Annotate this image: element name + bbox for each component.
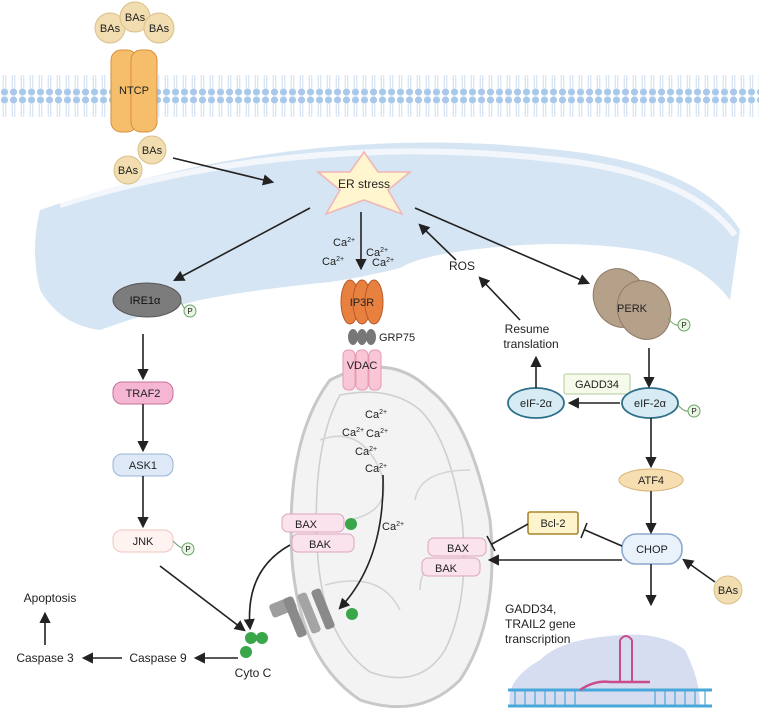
svg-text:P: P [681,321,686,330]
resume-translation-label-1: Resume [505,322,550,336]
er-stress-label: ER stress [338,177,390,191]
svg-text:P: P [185,545,190,554]
bile-acids-inside: BAs BAs [113,135,167,185]
svg-text:Ca2+: Ca2+ [365,409,387,421]
svg-text:Ca2+: Ca2+ [365,463,387,475]
traf2-box: TRAF2 [112,381,174,405]
ire1a: IRE1α P [112,282,197,318]
svg-text:Ca2+: Ca2+ [342,427,364,439]
perk-label: PERK [617,303,648,315]
calcium-mito: Ca2+ Ca2+ Ca2+ Ca2+ Ca2+ Ca2+ [342,409,404,533]
svg-text:Ca2+: Ca2+ [333,237,355,249]
bcl2-label: Bcl-2 [540,518,565,530]
atf4: ATF4 [618,468,684,492]
gadd34-label: GADD34 [575,379,619,391]
jnk-label: JNK [133,536,154,548]
apoptosis-label: Apoptosis [24,591,77,605]
er-membrane [35,142,740,330]
ip3r-channel: IP3R [340,279,384,325]
cyto-c-label: Cyto C [235,666,272,680]
eif2a-right: eIF-2α P [621,387,701,419]
eif2a-left: eIF-2α [507,387,565,419]
svg-text:BAs: BAs [142,145,163,157]
ire1a-label: IRE1α [130,295,161,307]
chop: CHOP [621,533,683,565]
inhibition-lines [486,522,623,552]
bax-left-label: BAX [295,519,318,531]
bile-acids-chop: BAs [713,575,743,605]
svg-text:Ca2+: Ca2+ [372,257,394,269]
ask1-box: ASK1 [112,453,174,477]
ros-label: ROS [449,259,475,273]
svg-text:BAs: BAs [125,12,146,24]
ip3r-label: IP3R [350,297,375,309]
bax-bak-right: BAX BAK [421,537,487,577]
caspase3-label: Caspase 3 [16,651,74,665]
chop-label: CHOP [636,544,668,556]
cyto-c: Cyto C [235,632,272,680]
svg-text:BAs: BAs [118,165,139,177]
svg-text:P: P [187,307,192,316]
transcription-text: GADD34, TRAIL2 gene transcription [505,602,576,646]
ask1-label: ASK1 [129,460,157,472]
bax-right-label: BAX [447,543,470,555]
grp75: GRP75 [348,329,415,345]
arrows [39,157,716,664]
caspase9-label: Caspase 9 [129,651,187,665]
bak-right-label: BAK [435,563,458,575]
jnk-box: JNK P [112,529,195,556]
svg-text:transcription: transcription [505,632,570,646]
nucleus-region [509,634,700,705]
svg-text:BAs: BAs [149,23,170,35]
dna-strand [508,635,712,708]
bak-left-label: BAK [309,539,332,551]
perk: PERK P [592,268,691,340]
phospho-eif2a [687,404,701,418]
phospho-ire1a [183,304,197,318]
ntcp-label: NTCP [119,85,149,97]
svg-text:BAs: BAs [718,585,739,597]
bile-acids-top: BAs BAs BAs [94,1,175,44]
svg-text:Ca2+: Ca2+ [366,247,388,259]
er-stress-star [315,150,413,216]
gadd34-box: GADD34 [563,373,631,395]
ntcp-transporter: NTCP [110,49,158,133]
traf2-label: TRAF2 [126,388,161,400]
svg-text:P: P [691,407,696,416]
svg-text:Ca2+: Ca2+ [322,256,344,268]
svg-text:BAs: BAs [100,23,121,35]
mptp-pore [269,588,358,638]
bcl2-box: Bcl-2 [527,511,579,535]
phospho-perk [677,318,691,332]
svg-text:Ca2+: Ca2+ [382,521,404,533]
svg-text:GADD34,: GADD34, [505,602,556,616]
resume-translation-label-2: translation [503,337,558,351]
eif2a-right-label: eIF-2α [634,398,667,410]
svg-text:TRAIL2 gene: TRAIL2 gene [505,617,576,631]
bax-bak-left: BAX BAK [281,513,357,553]
vdac-label: VDAC [347,360,378,372]
svg-text:Ca2+: Ca2+ [366,428,388,440]
atf4-label: ATF4 [638,475,664,487]
eif2a-left-label: eIF-2α [520,398,553,410]
calcium-er: Ca2+ Ca2+ Ca2+ Ca2+ [322,237,394,269]
mitochondrion [289,365,494,709]
phospho-jnk [181,542,195,556]
svg-text:Ca2+: Ca2+ [355,446,377,458]
grp75-label: GRP75 [379,332,415,344]
vdac: VDAC [342,349,382,391]
